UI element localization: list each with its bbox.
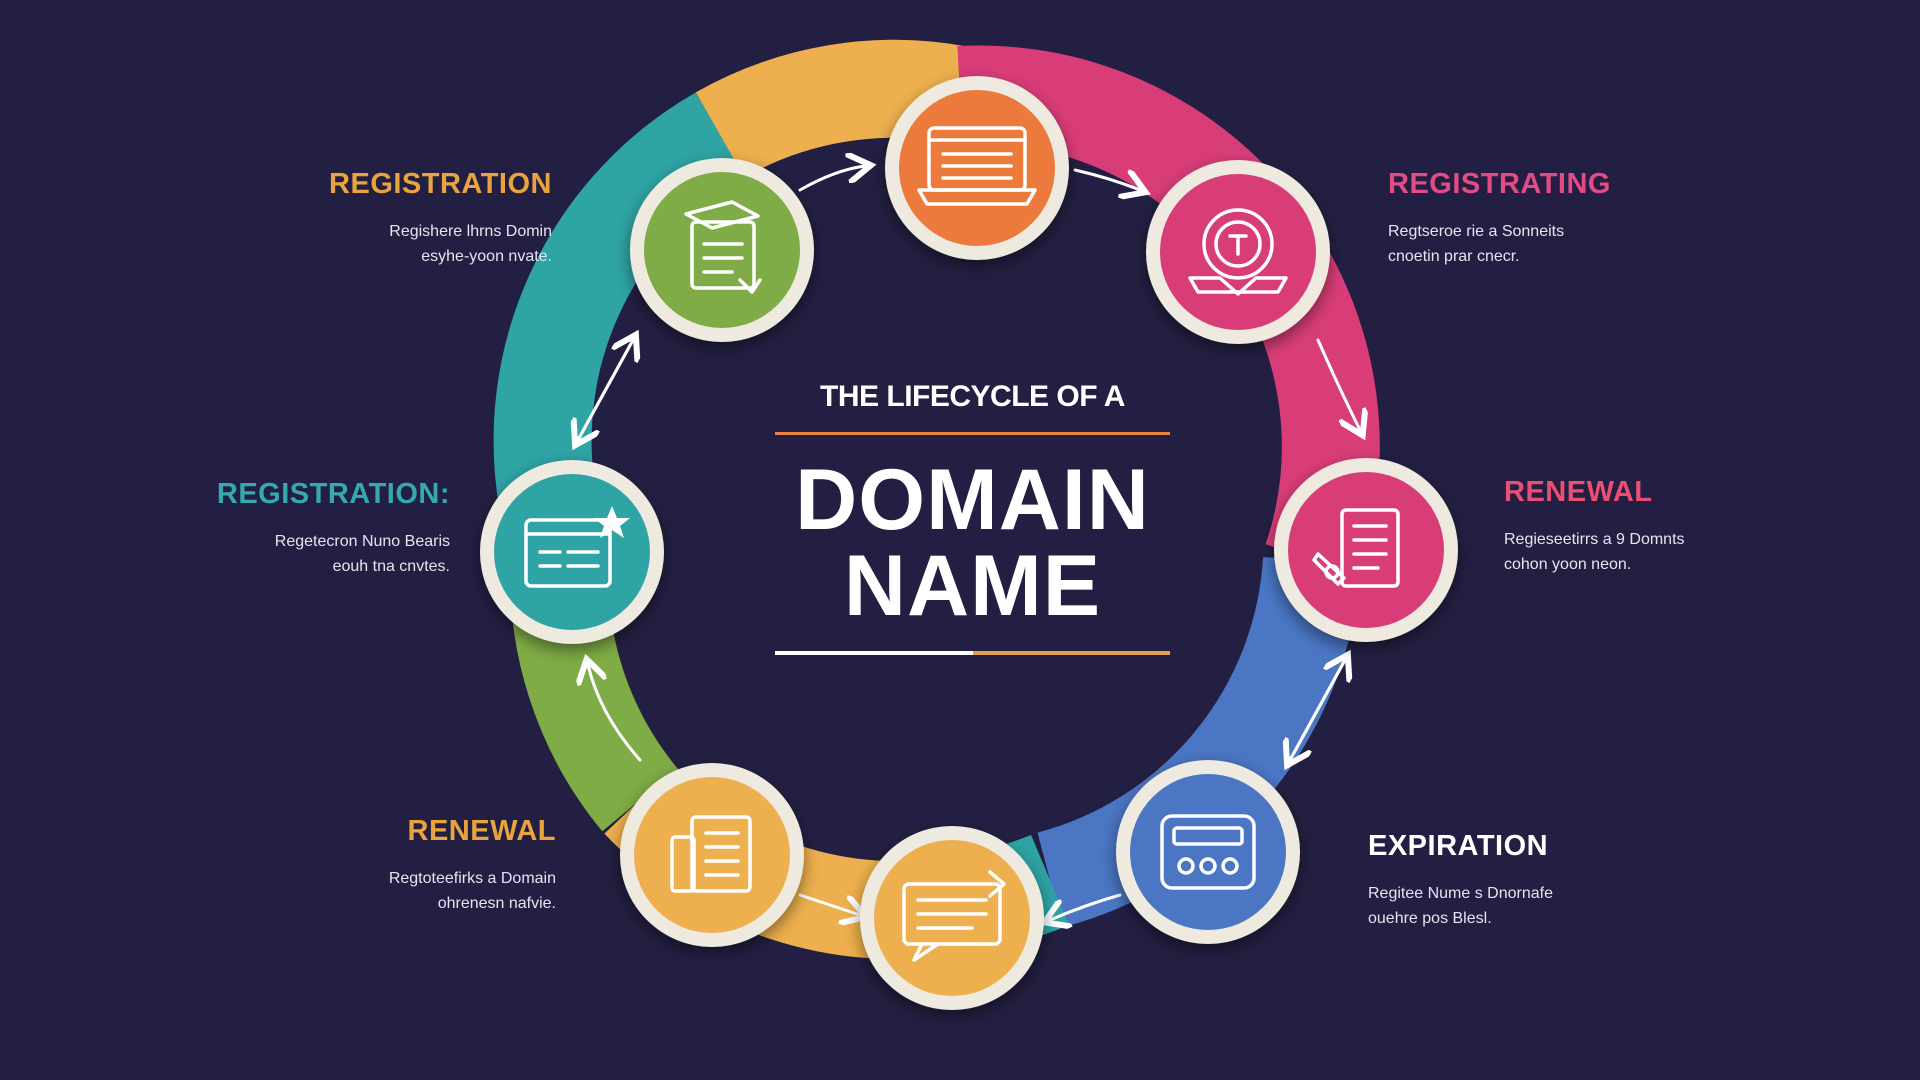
center-title-line2: NAME — [843, 538, 1102, 634]
center-title-block: THE LIFECYCLE OF A DOMAIN NAME — [775, 380, 1170, 655]
browser-window-icon — [917, 126, 1037, 206]
gold-node-left-fill — [634, 777, 790, 933]
label-bottom-left-line2: ohrenesn nafvie. — [437, 895, 556, 912]
message-window-icon — [902, 870, 1006, 962]
arrow-teal-green-down — [578, 338, 635, 440]
label-mid-right-line2: cohon yoon neon. — [1504, 556, 1632, 573]
gold-node-bottom — [860, 826, 1044, 1010]
label-top-left-title: REGISTRATION — [329, 168, 552, 200]
center-rule-bottom-white — [775, 651, 973, 655]
center-title-line1: DOMAIN — [795, 452, 1150, 548]
label-bottom-left: RENEWAL Regtoteefirks a Domain ohrenesn … — [256, 815, 556, 916]
renewal-node-right — [1274, 458, 1458, 642]
label-mid-left-line1: Regetecron Nuno Bearis — [274, 533, 450, 550]
label-top-left-desc: Regishere lhrns Domin esyhe-yoon nvate. — [252, 219, 552, 269]
center-kicker: THE LIFECYCLE OF A — [820, 380, 1125, 413]
blue-node-fill — [1130, 774, 1286, 930]
document-stack-icon — [670, 815, 752, 893]
label-top-right-desc: Regtseroe rie a Sonneits cnoetin prar cn… — [1388, 219, 1688, 269]
document-pen-icon — [1312, 508, 1400, 588]
label-mid-left: REGISTRATION: Regetecron Nuno Bearis eou… — [150, 478, 450, 579]
label-mid-right: RENEWAL Regieseetirrs a 9 Domnts cohon y… — [1504, 476, 1804, 577]
arrow-blue-to-gold — [1050, 893, 1122, 920]
gold-node-bottom-fill — [874, 840, 1030, 996]
ring-segment-blue — [1036, 556, 1361, 928]
arrow-pink-to-renewal — [1316, 338, 1360, 430]
label-top-left-line1: Regishere lhrns Domin — [389, 223, 552, 240]
label-bottom-left-desc: Regtoteefirks a Domain ohrenesn nafvie. — [256, 866, 556, 916]
label-bottom-right-title: EXPIRATION — [1368, 830, 1549, 862]
arrow-gold-to-teal — [588, 665, 642, 762]
center-rule-bottom-gold — [972, 651, 1170, 655]
green-node — [630, 158, 814, 342]
label-bottom-left-line1: Regtoteefirks a Domain — [388, 870, 556, 887]
arrow-orange-to-pink — [1073, 168, 1140, 190]
star-window-icon — [524, 506, 630, 588]
gold-node-left — [620, 763, 804, 947]
label-bottom-right-line1: Regitee Nume s Dnornafe — [1368, 885, 1553, 902]
blue-node — [1116, 760, 1300, 944]
label-top-right-title: REGISTRATING — [1388, 168, 1611, 200]
arrow-blue-renewal — [1288, 660, 1345, 762]
renewal-node-right-fill — [1288, 472, 1444, 628]
label-bottom-right-line2: ouehre pos Blesl. — [1368, 910, 1492, 927]
label-mid-left-line2: eouh tna cnvtes. — [332, 558, 450, 575]
domain-code-icon — [1160, 814, 1256, 890]
label-top-right: REGISTRATING Regtseroe rie a Sonneits cn… — [1388, 168, 1688, 269]
cycle-arrows — [578, 166, 1360, 920]
label-top-left-line2: esyhe-yoon nvate. — [421, 248, 552, 265]
registry-badge-icon — [1188, 208, 1288, 296]
arrow-gold-to-gold — [798, 893, 860, 915]
label-top-right-line1: Regtseroe rie a Sonneits — [1388, 223, 1565, 240]
label-bottom-right-desc: Regitee Nume s Dnornafe ouehre pos Blesl… — [1368, 881, 1668, 931]
center-rule-top — [775, 432, 1170, 435]
center-rule-bottom — [775, 651, 1170, 655]
arrow-green-to-orange — [798, 166, 865, 192]
node-icons — [524, 126, 1400, 962]
label-mid-right-desc: Regieseetirrs a 9 Domnts cohon yoon neon… — [1504, 527, 1804, 577]
label-bottom-left-title: RENEWAL — [407, 815, 556, 847]
label-top-left: REGISTRATION Regishere lhrns Domin esyhe… — [252, 168, 552, 269]
orange-node — [885, 76, 1069, 260]
label-top-right-line2: cnoetin prar cnecr. — [1388, 248, 1520, 265]
label-mid-right-line1: Regieseetirrs a 9 Domnts — [1504, 531, 1685, 548]
file-certificate-icon — [684, 200, 762, 294]
label-bottom-right: EXPIRATION Regitee Nume s Dnornafe ouehr… — [1368, 830, 1668, 931]
label-mid-left-title: REGISTRATION: — [216, 478, 450, 510]
green-node-fill — [644, 172, 800, 328]
label-mid-left-desc: Regetecron Nuno Bearis eouh tna cnvtes. — [150, 529, 450, 579]
orange-node-fill — [899, 90, 1055, 246]
label-mid-right-title: RENEWAL — [1504, 476, 1653, 508]
